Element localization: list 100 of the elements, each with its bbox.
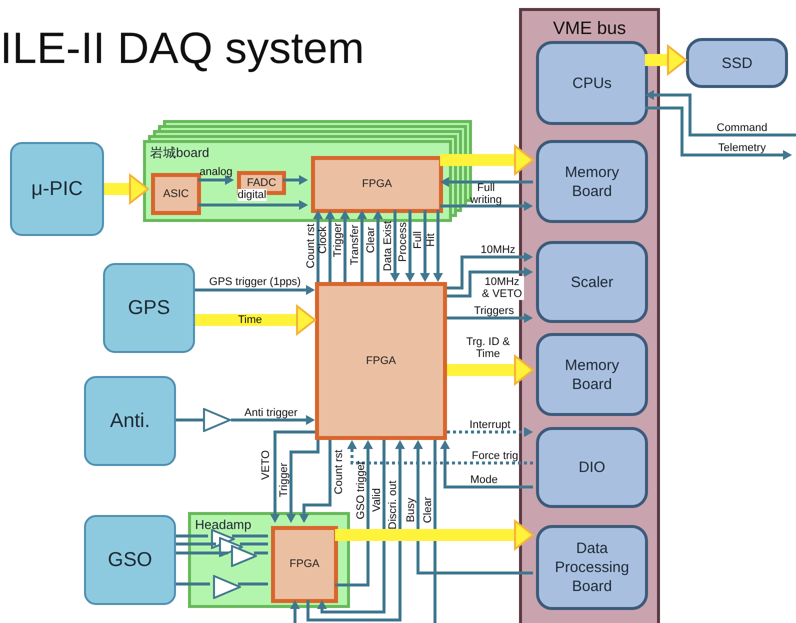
arrow xyxy=(231,415,315,425)
arrow xyxy=(440,177,533,187)
edge-label: Hit xyxy=(425,233,437,247)
arrow xyxy=(347,440,533,464)
arrow xyxy=(440,440,533,488)
arrow xyxy=(405,210,415,282)
connector-line xyxy=(238,582,268,586)
arrow xyxy=(447,252,533,290)
node-label: Data Processing Board xyxy=(554,539,630,596)
node-label: FPGA xyxy=(290,557,320,572)
arrow xyxy=(373,210,383,282)
arrow xyxy=(447,313,533,323)
arrow xyxy=(447,267,533,298)
node-label: FADC xyxy=(246,176,276,190)
edge-label: Count rst xyxy=(305,224,317,268)
arrow xyxy=(283,175,308,185)
device-box xyxy=(10,142,104,236)
module-box xyxy=(536,41,648,125)
edge-label: analog xyxy=(199,166,233,178)
edge-label: Transfer xyxy=(349,224,361,266)
arrow xyxy=(195,285,315,295)
arrow xyxy=(325,210,335,282)
edge-label: 10MHz & VETO xyxy=(480,276,524,300)
edge-label: Mode xyxy=(470,474,498,486)
amplifier-symbol xyxy=(231,545,257,567)
diagram-title: ILE-II DAQ system xyxy=(0,24,364,74)
chip-box xyxy=(151,173,201,215)
module-box xyxy=(536,525,648,610)
edge-label: Time xyxy=(238,314,262,326)
edge-label: Discri. out xyxy=(387,480,399,530)
connector-line xyxy=(240,542,268,546)
arrow xyxy=(420,210,430,282)
device-box xyxy=(84,515,176,605)
node-label: CPUs xyxy=(571,74,613,92)
arrow xyxy=(286,440,320,523)
arrow xyxy=(390,210,400,282)
module-box xyxy=(536,140,648,223)
block-arrow xyxy=(447,355,534,385)
arrow xyxy=(433,210,443,282)
chip-box xyxy=(311,156,443,213)
edge-label: Data Exist xyxy=(382,220,394,272)
block-arrow xyxy=(195,305,316,335)
amplifier-symbol xyxy=(213,575,241,599)
device-box xyxy=(84,376,176,466)
arrow xyxy=(340,210,350,282)
arrow xyxy=(270,430,315,523)
edge-label: Count rst xyxy=(333,450,345,494)
node-label: μ-PIC xyxy=(31,177,83,202)
module-box xyxy=(686,38,788,88)
edge-label: GPS trigger (1pps) xyxy=(209,276,301,288)
edge-label: Trigger xyxy=(332,222,344,258)
connector-line xyxy=(176,542,216,546)
connector-line xyxy=(254,552,268,554)
node-label: DIO xyxy=(578,458,606,477)
edge-label: Anti trigger xyxy=(244,407,298,419)
arrow xyxy=(299,440,332,523)
arrow xyxy=(645,90,796,136)
edge-label: Triggers xyxy=(474,305,514,317)
edge-label: Process xyxy=(397,222,409,262)
arrow xyxy=(198,200,308,210)
arrow xyxy=(317,440,386,614)
chip-box xyxy=(315,282,447,440)
block-arrow xyxy=(104,174,149,204)
arrow xyxy=(357,210,367,282)
node-label: FPGA xyxy=(362,177,392,192)
edge-label: Full xyxy=(412,231,424,249)
arrow xyxy=(198,175,234,185)
block-arrow xyxy=(440,145,534,175)
node-label: GPS xyxy=(128,296,170,321)
arrow xyxy=(440,201,533,211)
edge-label: Clear xyxy=(422,496,434,524)
block-arrow xyxy=(335,520,534,550)
module-box xyxy=(536,427,648,508)
arrow xyxy=(335,440,373,586)
module-box xyxy=(536,241,648,323)
device-box xyxy=(103,263,195,353)
node-label: 岩城board xyxy=(150,144,210,162)
node-label: GSO xyxy=(108,548,152,573)
connector-line xyxy=(434,440,436,623)
edge-label: Telemetry xyxy=(718,142,766,154)
edge-label: Force trig xyxy=(472,450,518,462)
edge-label: Full writing xyxy=(469,182,503,206)
node-label: SSD xyxy=(720,54,754,72)
chip-box xyxy=(271,526,338,603)
edge-label: Command xyxy=(716,122,768,134)
module-box xyxy=(536,333,648,416)
node-label: Anti. xyxy=(110,409,150,434)
circuit-board xyxy=(188,512,350,608)
edge-label: Clear xyxy=(365,226,377,254)
node-label: Scaler xyxy=(570,272,614,292)
edge-label: Trigger xyxy=(278,462,290,498)
circuit-board xyxy=(143,140,452,222)
connector-line xyxy=(176,552,228,554)
node-label: VME bus xyxy=(552,17,628,40)
arrow xyxy=(645,106,792,160)
connector-line xyxy=(176,418,203,422)
edge-label: Valid xyxy=(371,488,383,512)
arrow xyxy=(290,600,300,623)
arrow xyxy=(313,210,323,282)
node-label: Headamp xyxy=(195,516,252,534)
